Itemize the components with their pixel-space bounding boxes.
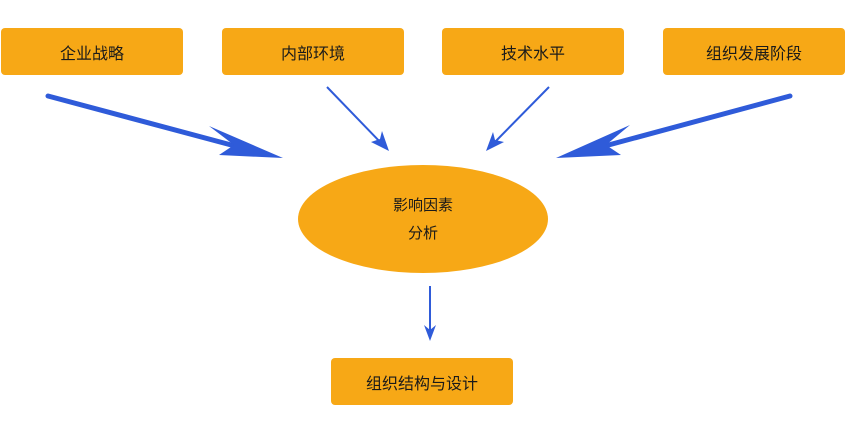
result-box: 组织结构与设计 xyxy=(331,358,513,405)
factor-box-strategy: 企业战略 xyxy=(1,28,183,75)
factor-label-strategy: 企业战略 xyxy=(59,43,124,63)
factor-box-tech: 技术水平 xyxy=(442,28,624,75)
arrow-stage-to-center xyxy=(556,93,793,158)
factor-label-tech: 技术水平 xyxy=(500,43,565,63)
center-ellipse: 影响因素 分析 xyxy=(298,165,548,273)
arrow-tech-to-center xyxy=(486,86,550,151)
center-label-line1: 影响因素 xyxy=(392,196,453,214)
factor-label-internal: 内部环境 xyxy=(280,43,345,63)
arrow-internal-to-center xyxy=(326,86,389,151)
factor-box-stage: 组织发展阶段 xyxy=(663,28,845,75)
result-label: 组织结构与设计 xyxy=(365,373,478,393)
arrow-strategy-to-center xyxy=(45,93,283,158)
center-label-line2: 分析 xyxy=(407,224,438,242)
arrow-center-to-result xyxy=(424,286,436,341)
factor-label-stage: 组织发展阶段 xyxy=(705,43,802,63)
factor-box-internal: 内部环境 xyxy=(222,28,404,75)
